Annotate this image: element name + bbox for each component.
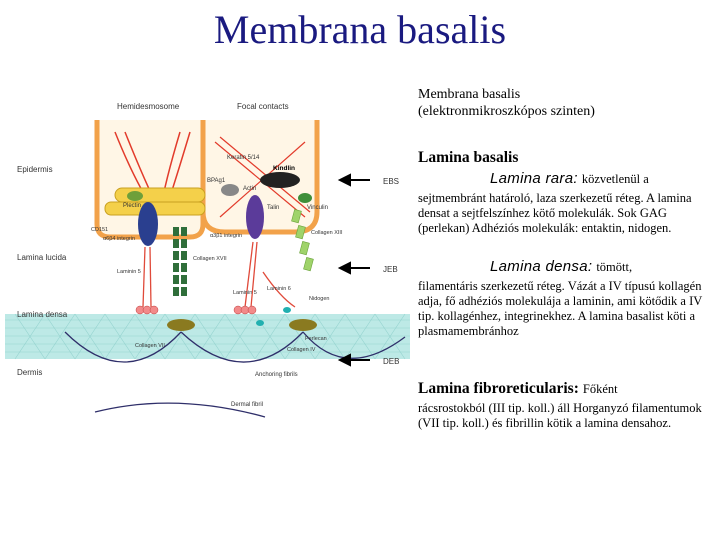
label-collagen4: Collagen IV	[287, 347, 316, 353]
basement-membrane-diagram: Hemidesmosome Focal contacts Epidermis L…	[5, 92, 410, 432]
label-plectin: Plectin	[123, 203, 141, 209]
label-nidogen: Nidogen	[309, 296, 330, 302]
fibroreticularis-text: rácsrostokból (III tip. koll.) áll Horga…	[418, 401, 702, 430]
label-collagen7: Collagen VII	[135, 343, 165, 349]
label-kindlin: Kindlin	[273, 165, 295, 172]
a3b1-integrin-shape	[246, 195, 264, 239]
lamina-densa-block: Lamina densa: tömött, filamentáris szerk…	[418, 258, 718, 339]
label-laminin5b: Laminin 5	[233, 290, 257, 296]
a6b4-integrin-shape	[138, 202, 158, 246]
label-talin: Talin	[267, 205, 279, 211]
label-deb: DEB	[383, 357, 399, 366]
fibroreticularis-term: Lamina fibroreticularis:	[418, 380, 579, 397]
label-cd151: CD151	[91, 227, 108, 233]
label-jeb: JEB	[383, 265, 398, 274]
lamina-densa-term: Lamina densa:	[490, 258, 593, 275]
label-a3b1-integrin: α3β1 integrin	[210, 233, 242, 239]
page-title: Membrana basalis	[213, 7, 507, 52]
label-hemidesmosome: Hemidesmosome	[117, 102, 180, 111]
label-laminin5a: Laminin 5	[117, 269, 141, 275]
lamina-rara-def: közvetlenül a	[581, 172, 649, 186]
perlecan-shape-2	[289, 319, 317, 331]
lamina-rara-term: Lamina rara:	[490, 170, 578, 187]
label-actin: Actin	[243, 186, 256, 192]
label-dermal-fibril: Dermal fibril	[231, 402, 263, 408]
lamina-densa-def: tömött,	[596, 260, 633, 274]
label-keratin: Keratin 5/14	[227, 155, 260, 161]
lamina-basalis-heading: Lamina basalis	[418, 149, 519, 166]
label-vinculin: Vinculin	[307, 205, 328, 211]
lamina-rara-text: sejtmembránt határoló, laza szerkezetű r…	[418, 191, 692, 235]
label-ebs: EBS	[383, 177, 399, 186]
lamina-rara-block: Lamina rara: közvetlenül a sejtmembránt …	[418, 170, 718, 236]
fibroreticularis-def: Főként	[582, 382, 618, 396]
lamina-densa-text: filamentáris szerkezetű réteg. Vázát a I…	[418, 279, 703, 338]
label-a6b4-integrin: α6β4 integrin	[103, 236, 135, 242]
lamina-fibroreticularis-block: Lamina fibroreticularis: Főként rácsrost…	[418, 380, 718, 431]
label-focal-contacts: Focal contacts	[237, 102, 289, 111]
label-bpag1: BPAg1	[207, 178, 226, 184]
header-line-1: Membrana basalis	[418, 87, 521, 102]
label-perlecan: Perlecan	[305, 336, 327, 342]
label-dermis: Dermis	[17, 368, 42, 377]
label-laminin6: Laminin 6	[267, 286, 291, 292]
label-collagen13: Collagen XIII	[311, 230, 343, 236]
label-lamina-densa: Lamina densa	[17, 310, 68, 319]
header-line-2: (elektronmikroszkópos szinten)	[418, 104, 595, 119]
label-lamina-lucida: Lamina lucida	[17, 253, 67, 262]
header-block: Membrana basalis (elektronmikroszkópos s…	[418, 86, 718, 120]
label-epidermis: Epidermis	[17, 165, 53, 174]
label-collagen17: Collagen XVII	[193, 256, 227, 262]
label-anchoring-fibrils: Anchoring fibrils	[255, 372, 298, 378]
perlecan-shape-1	[167, 319, 195, 331]
